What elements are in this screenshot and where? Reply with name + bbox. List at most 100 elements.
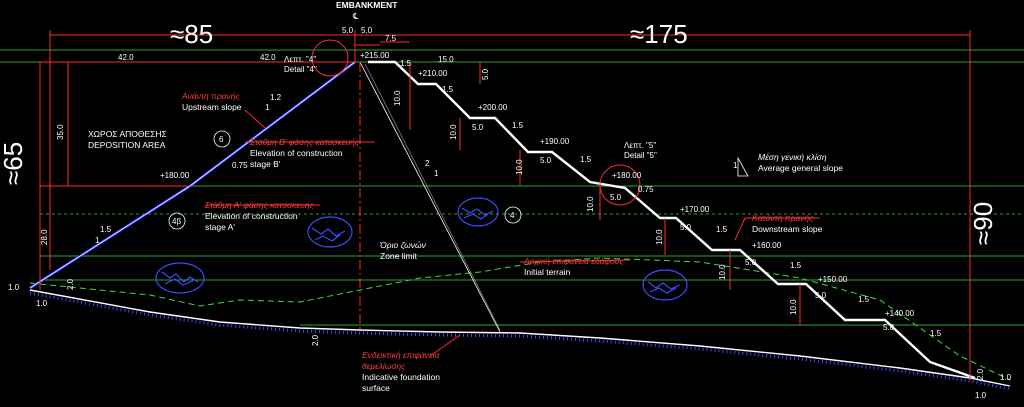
slope-ds-h: 1.5 — [930, 329, 942, 338]
detail5-english: Detail "5" — [624, 151, 657, 160]
downstream-english: Downstream slope — [752, 224, 823, 234]
step-height-7: 10.0 — [789, 299, 798, 315]
slope-1-2: 1.2 — [270, 93, 282, 102]
downstream-greek: Κατάντη πρανής — [752, 213, 814, 223]
left-vertical-dims — [39, 62, 190, 290]
stageA-english-2: stage A' — [205, 222, 235, 232]
leader-lines — [205, 109, 820, 357]
slope-1-5-up: 1.5 — [100, 225, 112, 234]
right-vertical-dims — [409, 62, 971, 380]
elev-170: +170.00 — [680, 205, 710, 214]
left-upper-height: 35.0 — [56, 124, 65, 140]
detail-4-circle — [311, 39, 349, 77]
stageA-english-1: Elevation of construction — [205, 211, 298, 221]
bench-width-3: 5.0 — [610, 193, 622, 202]
slope-indicators: 1.2 1 1.5 1 0.75 0.75 2 1 1 1.5 1.5 1.5 … — [95, 59, 942, 338]
left-mid-2: 2.0 — [311, 334, 320, 346]
elev-180: +180.00 — [612, 171, 642, 180]
left-total-height: ≈65 — [0, 142, 28, 185]
foundation-english-2: surface — [362, 383, 390, 393]
left-bench-42b: 42.0 — [260, 53, 276, 62]
slope-ds-b: 1.5 — [442, 85, 454, 94]
rockfill-symbols — [155, 197, 688, 301]
left-lower-height: 28.0 — [40, 229, 49, 245]
right-bench-15: 15.0 — [438, 55, 454, 64]
right-total-height: ≈90 — [968, 202, 998, 245]
left-toe-2: 2.0 — [66, 278, 75, 290]
elev-crest: +215.00 — [360, 51, 390, 60]
slope-ds-f: 1.5 — [790, 261, 802, 270]
bench-width-1: 5.0 — [472, 123, 484, 132]
elev-210: +210.00 — [418, 69, 448, 78]
deposition-greek: ΧΩΡΟΣ ΑΠΟΘΕΣΗΣ — [88, 129, 167, 139]
zone-6-label: 6 — [219, 135, 224, 144]
detail4-english: Detail "4" — [284, 65, 317, 74]
width-right: ≈175 — [630, 19, 688, 49]
slope-1-up2: 1 — [95, 236, 100, 245]
avg-slope-greek: Μέση γενική κλίση — [758, 152, 827, 162]
right-toe-1b: 1.0 — [975, 391, 987, 400]
bench-width-labels: 5.0 5.0 5.0 5.0 5.0 5.0 5.0 — [472, 123, 895, 332]
elev-200: +200.00 — [478, 103, 508, 112]
bench-width-6: 5.0 — [815, 291, 827, 300]
crest-half-left: 5.0 — [342, 26, 354, 35]
slope-0-75b: 0.75 — [638, 185, 654, 194]
avg-slope-english: Average general slope — [758, 163, 843, 173]
slope-ds-d: 1.5 — [580, 155, 592, 164]
detail5-greek: Λεπτ. "5" — [624, 141, 656, 150]
elev-160: +160.00 — [752, 241, 782, 250]
bench-width-4: 5.0 — [680, 223, 692, 232]
foundation-greek-2: θεμελίωσης — [362, 361, 406, 371]
zone-limit-lines — [359, 61, 501, 333]
top-dimensions — [40, 30, 971, 270]
axis-symbol: ℄ — [352, 11, 359, 21]
terrain-greek: Αρχική επιφάνεια εδάφους — [523, 256, 624, 266]
step-height-5: 10.0 — [655, 229, 664, 245]
elev-stage-b: +180.00 — [160, 171, 190, 180]
right-crest-5: 5.0 — [481, 68, 490, 80]
elev-190: +190.00 — [540, 137, 570, 146]
detail4-greek: Λεπτ. "4" — [284, 55, 316, 64]
elev-150: +150.00 — [818, 275, 848, 284]
slope-2: 2 — [425, 159, 430, 168]
zone-4-label: 4 — [510, 211, 515, 220]
slope-ds-a: 1.5 — [400, 59, 412, 68]
right-bench-7-5: 7.5 — [385, 34, 397, 43]
right-toe-1: 1.0 — [1000, 373, 1012, 382]
zone-4b-label: 4β — [172, 217, 181, 226]
slope-avg-1: 1 — [733, 161, 738, 170]
zone-limit-english: Zone limit — [380, 251, 417, 261]
slope-1-up: 1 — [265, 103, 270, 112]
foundation-surface — [29, 289, 1011, 391]
left-bench-42a: 42.0 — [118, 53, 134, 62]
slope-ds-e: 1.5 — [716, 225, 728, 234]
step-height-labels: 10.0 10.0 10.0 10.0 10.0 10.0 10.0 — [393, 90, 798, 315]
bench-width-2: 5.0 — [540, 156, 552, 165]
bench-width-5: 5.0 — [745, 258, 757, 267]
detail-5-circle — [599, 164, 641, 206]
zone-4b-circle — [168, 212, 186, 230]
upstream-english: Upstream slope — [182, 102, 242, 112]
slope-ds-g: 1.5 — [858, 295, 870, 304]
step-height-3: 10.0 — [515, 159, 524, 175]
slope-ds-c: 1.5 — [512, 121, 524, 130]
step-height-1: 10.0 — [393, 90, 402, 106]
slope-0-75a: 0.75 — [232, 161, 248, 170]
stageB-greek: Στάθμη Β' φάσης κατασκευής — [249, 137, 360, 147]
elev-140: +140.00 — [885, 309, 915, 318]
stageB-english-1: Elevation of construction — [250, 148, 343, 158]
crest-half-right: 5.0 — [361, 26, 373, 35]
foundation-english-1: Indicative foundation — [362, 372, 440, 382]
left-toe-1b: 1.0 — [36, 299, 48, 308]
zone-limit-greek: Όριο ζωνών — [379, 240, 427, 250]
zone-6-circle — [213, 130, 231, 148]
downstream-slope — [368, 60, 976, 380]
step-height-4: 10.0 — [586, 196, 595, 212]
right-toe-2: 2.0 — [976, 368, 985, 380]
zone-4-circle — [504, 206, 522, 224]
upstream-greek: Ανάντη πρανής — [181, 91, 241, 101]
left-toe-1: 1.0 — [8, 283, 20, 292]
bench-width-7: 5.0 — [883, 323, 895, 332]
step-height-6: 10.0 — [718, 264, 727, 280]
